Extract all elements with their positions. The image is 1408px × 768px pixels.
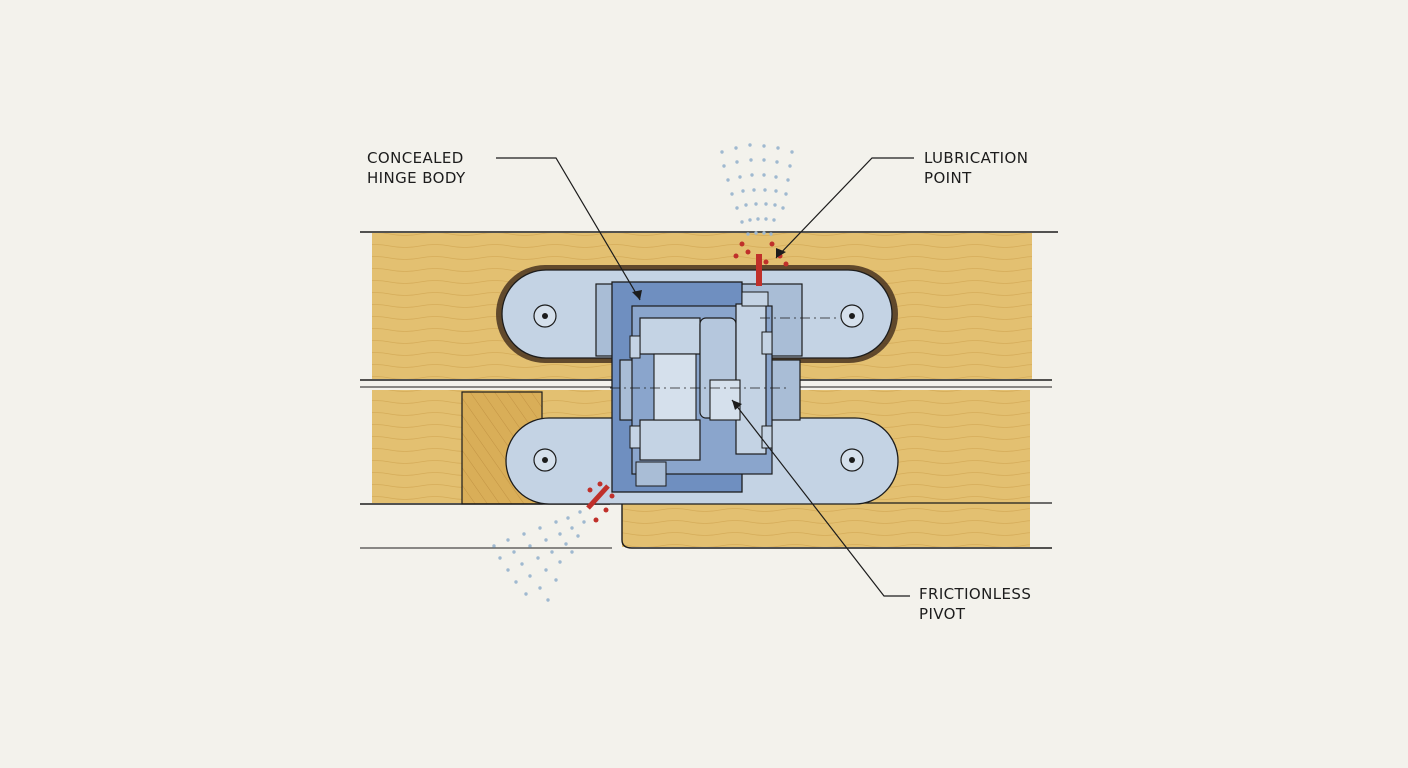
leader-lines [496,157,914,597]
leader-lubrication-point [775,157,914,259]
leader-arrowheads [632,248,786,410]
label-line: LUBRICATION [924,149,1029,167]
concealed-hinge-body [595,281,840,493]
leader-concealed-hinge-body [496,157,641,301]
spray-dots-bottom [492,510,586,602]
leader-frictionless-pivot [731,399,910,597]
label-lubrication-point: LUBRICATION POINT [924,148,1028,188]
label-line: PIVOT [919,605,966,623]
spray-dots-top [720,143,794,236]
lubrication-nozzle-bottom [586,481,615,523]
label-frictionless-pivot: FRICTIONLESS PIVOT [919,584,1031,624]
label-line: CONCEALED [367,149,464,167]
lubrication-nozzle-top [733,241,789,286]
label-concealed-hinge-body: CONCEALED HINGE BODY [367,148,466,188]
label-line: FRICTIONLESS [919,585,1032,603]
label-line: POINT [924,169,972,187]
label-line: HINGE BODY [367,169,466,187]
